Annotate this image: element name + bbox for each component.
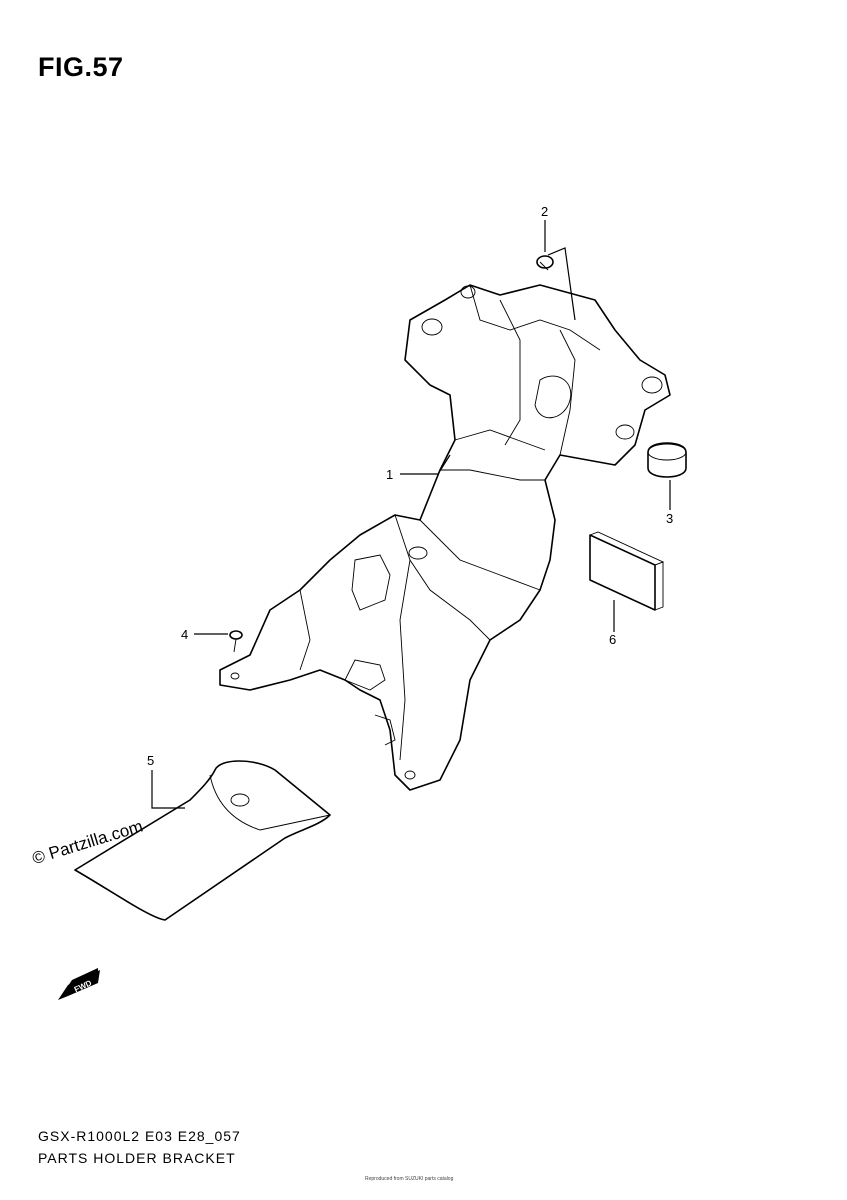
- callout-4: 4: [181, 627, 188, 642]
- callout-5: 5: [147, 753, 154, 768]
- part-6-plate[interactable]: [589, 531, 665, 611]
- figure-title: FIG.57: [38, 52, 124, 82]
- callout-3: 3: [666, 511, 673, 526]
- part-3-cushion[interactable]: [647, 442, 687, 478]
- leader-line-2: [544, 220, 576, 321]
- section-name: PARTS HOLDER BRACKET: [38, 1150, 236, 1166]
- model-code: GSX-R1000L2 E03 E28_057: [38, 1128, 241, 1144]
- part-1-bracket[interactable]: [219, 284, 671, 791]
- callout-1: 1: [386, 467, 393, 482]
- fine-print: Reproduced from SUZUKI parts catalog: [365, 1176, 454, 1182]
- part-5-mat[interactable]: [74, 760, 331, 921]
- fwd-arrow-icon: FWD: [58, 968, 100, 1000]
- leader-line-5: [151, 770, 185, 809]
- leader-line-1: [400, 454, 451, 475]
- callout-2: 2: [541, 204, 548, 219]
- callout-6: 6: [609, 632, 616, 647]
- part-4-screw[interactable]: [229, 630, 243, 653]
- part-2-screw[interactable]: [536, 255, 554, 271]
